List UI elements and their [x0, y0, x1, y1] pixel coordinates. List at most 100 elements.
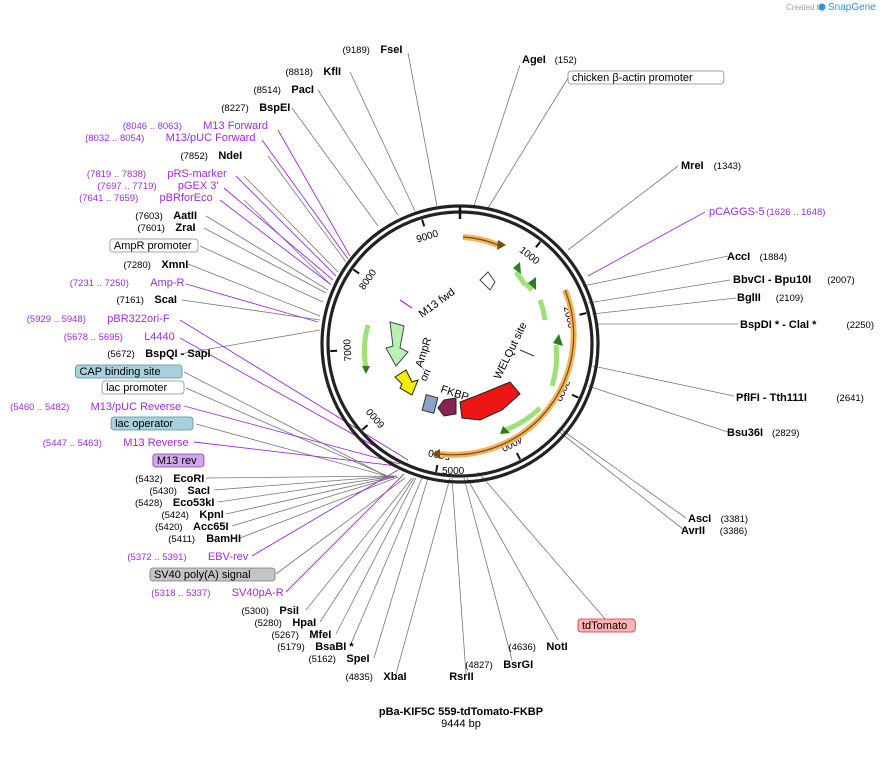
welqut-label: WELQut site [492, 321, 530, 382]
label-name: PsiI [279, 605, 299, 617]
label-spei: (5162)SpeI [308, 653, 369, 665]
label-m13-puc-reverse: (5460 .. 5482) M13/pUC Reverse [10, 401, 181, 413]
plasmid-title: pBa-KIF5C 559-tdTomato-FKBP [379, 706, 543, 718]
label-m13-reverse: (5447 .. 5463)M13 Reverse [43, 437, 189, 449]
ori-label: ori [418, 367, 434, 383]
label-name: BbvCI - Bpu10I [733, 274, 811, 286]
ring-tick-mark [571, 393, 579, 399]
label-pos: (152) [555, 55, 577, 66]
ring-tick-mark [535, 241, 542, 248]
label-name: BamHI [206, 533, 241, 545]
label-paci: (8514)PacI [253, 84, 314, 96]
feature-name: tdTomato [582, 620, 627, 632]
tdtomato-arrowhead-icon [432, 449, 440, 459]
feature-box [101, 380, 185, 395]
label-pos: (4827) [465, 660, 492, 671]
brand-text: SnapGene [828, 2, 876, 13]
label-name: EcoRI [173, 473, 204, 485]
label-sv40pa-r: (5318 .. 5337)SV40pA-R [151, 587, 284, 599]
label-pos: (5300) [241, 606, 268, 617]
label-pos: (2007) [827, 275, 854, 286]
label-pos: (3386) [720, 526, 747, 537]
label-pos: (7231 .. 7250) [70, 278, 129, 289]
label-name: KflI [323, 66, 341, 78]
label-pos: (5428) [135, 498, 162, 509]
green-arrowhead-icon-3 [553, 334, 563, 346]
label-pgex-3: (7697 .. 7719)pGEX 3' [97, 180, 218, 192]
ring-tick-label: 9000 [415, 228, 440, 245]
feature-box [149, 567, 276, 582]
label-pos: (5460 .. 5482) [10, 402, 69, 413]
label-name: pBR322ori-F [107, 313, 170, 325]
label-acc65i: (5420)Acc65I [155, 521, 228, 533]
label-name: L4440 [144, 331, 175, 343]
label-name: Amp-R [150, 277, 184, 289]
feature-box [567, 70, 725, 85]
label-name: M13/pUC Reverse [91, 401, 181, 413]
label-xmni: (7280)XmnI [123, 259, 188, 271]
label-acci: AccI(1884) [727, 251, 787, 263]
label-pos: (5430) [149, 486, 176, 497]
label-name: MreI [681, 160, 704, 172]
label-bsrgi: (4827)BsrGI [465, 659, 533, 671]
label-pos: (5162) [308, 654, 335, 665]
label-noti: (4636)NotI [508, 641, 567, 653]
label-name: SacI [187, 485, 210, 497]
label-name: BsaBI * [315, 641, 354, 653]
label-pbrforeco: (7641 .. 7659)pBRforEco [79, 192, 213, 204]
label-ebv-rev: (5372 .. 5391)EBV-rev [127, 551, 248, 563]
label-pos: (7603) [135, 211, 162, 222]
label-bamhi: (5411)BamHI [168, 533, 241, 545]
label-pos: (7161) [116, 295, 143, 306]
label-name: Bsu36I [727, 427, 763, 439]
label-bspqi: (5672)BspQI - SapI [107, 348, 210, 360]
label-ecori: (5432)EcoRI [135, 473, 204, 485]
label-name: FseI [380, 44, 402, 56]
label-name: BspEI [259, 102, 290, 114]
label-name: BglII [737, 292, 761, 304]
label-pos: (8818) [285, 67, 312, 78]
label-pos: (3381) [721, 514, 748, 525]
label-pos: (1884) [760, 252, 787, 263]
label-name: PflFI - Tth111I [736, 392, 807, 404]
chicken-promoter-arc [462, 234, 500, 248]
label-pos: (7280) [123, 260, 150, 271]
green-arrowhead-icon-4 [500, 426, 510, 434]
label-leader-lines [179, 52, 738, 675]
label-chicken-actin-promoter: chicken β-actin promoter [567, 70, 725, 85]
label-pos: (8227) [221, 103, 248, 114]
label-pos: (5424) [161, 510, 188, 521]
label-rsrii: RsrII [449, 671, 473, 683]
label-saci: (5430) SacI [149, 485, 210, 497]
label-tdtomato: tdTomato [577, 618, 636, 633]
label-zrai: (7601)ZraI [137, 222, 195, 234]
tdtomato-arrow-icon [459, 381, 521, 421]
label-l4440: (5678 .. 5695)L4440 [64, 331, 175, 343]
label-pos: (2829) [772, 428, 799, 439]
ring-tick-label: 7000 [342, 338, 354, 361]
label-pos: (5179) [277, 642, 304, 653]
label-name: KpnI [199, 509, 223, 521]
label-bglii: BglII(2109) [737, 292, 803, 304]
label-pos: (5929 .. 5948) [27, 314, 86, 325]
label-name: ZraI [175, 222, 195, 234]
label-ampr-promoter: AmpR promoter [109, 238, 199, 253]
credit-text: Created by [786, 3, 825, 12]
label-pos: (7819 .. 7838) [87, 169, 146, 180]
ring-tick-mark [421, 219, 426, 227]
label-pos: (7697 .. 7719) [97, 181, 156, 192]
label-name: SV40pA-R [232, 587, 284, 599]
ori-arrow-icon [394, 369, 419, 396]
label-pos: (8032 .. 8054) [85, 133, 144, 144]
label-m13-forward: (8046 .. 8063)M13 Forward [123, 120, 268, 132]
label-pos: (9189) [342, 45, 369, 56]
label-name: XbaI [383, 671, 406, 683]
label-name: EBV-rev [208, 551, 249, 563]
label-cap-binding-site: CAP binding site [75, 364, 183, 379]
feature-box [152, 453, 205, 468]
label-name: NotI [546, 641, 567, 653]
feature-name: AmpR promoter [114, 240, 192, 252]
label-pos: (2641) [836, 393, 863, 404]
label-pos: (8046 .. 8063) [123, 121, 182, 132]
label-pos: (2250) [847, 320, 874, 331]
